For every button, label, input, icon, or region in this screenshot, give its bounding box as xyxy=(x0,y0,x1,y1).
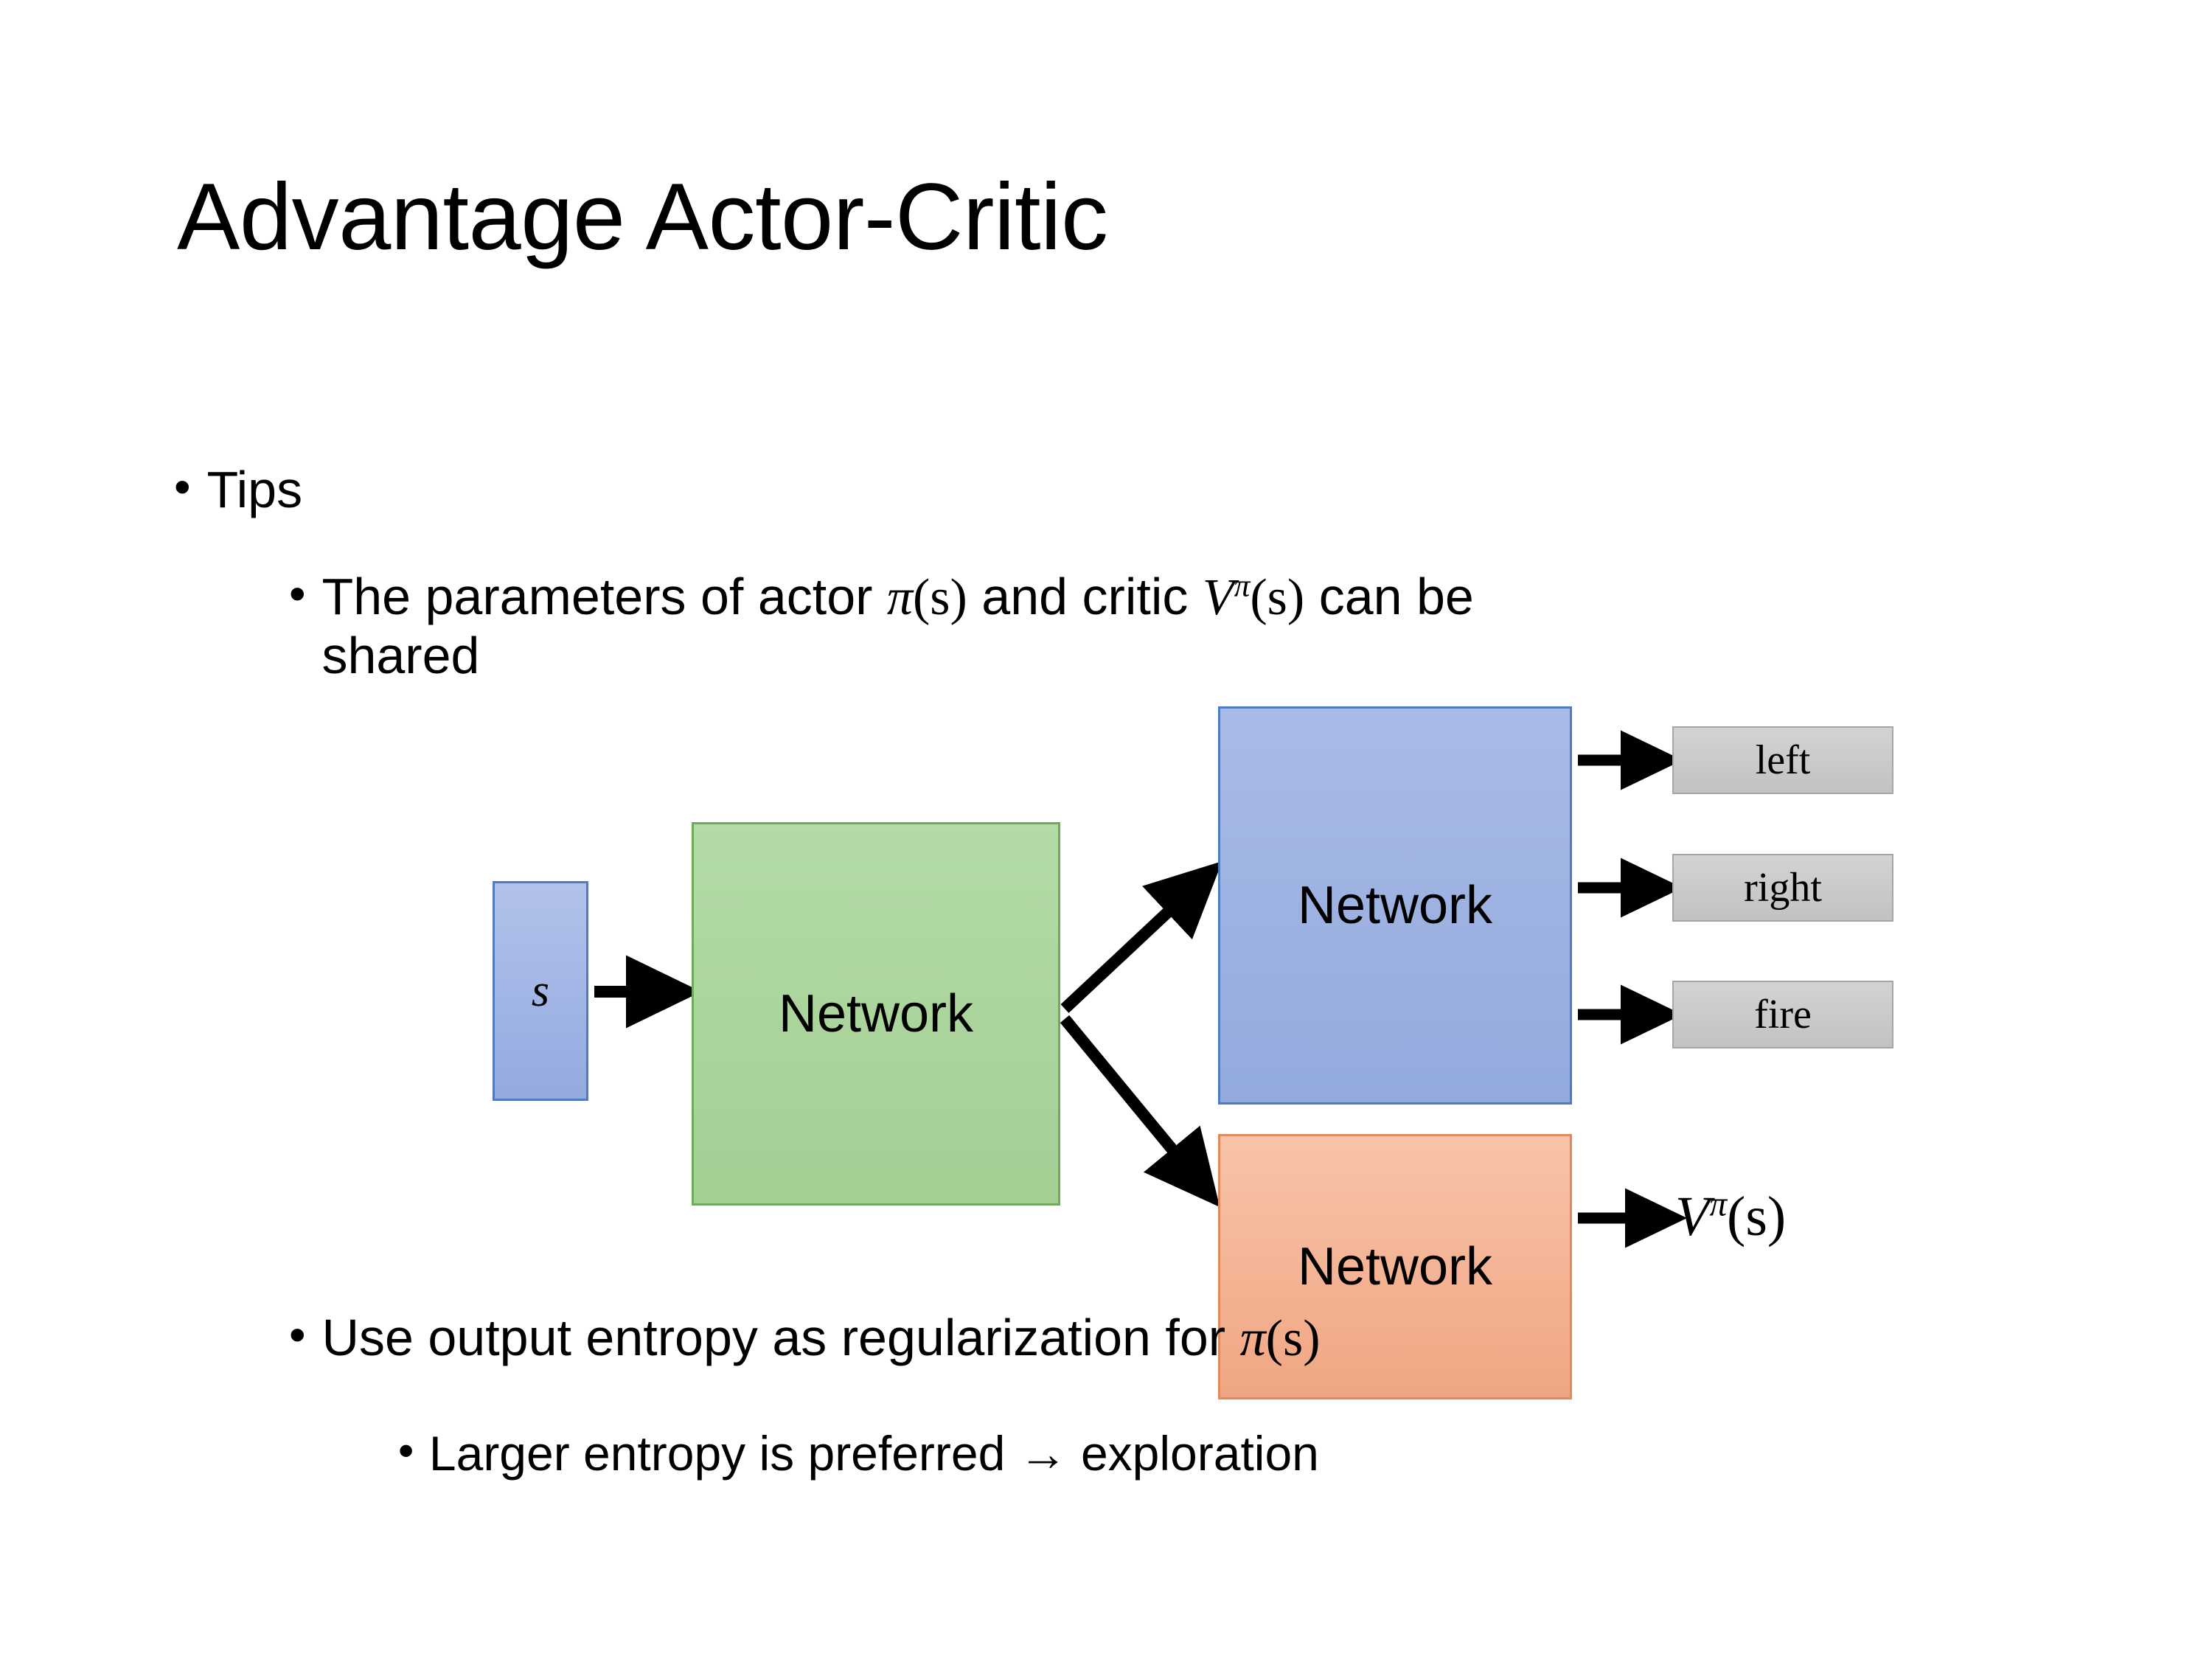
shared-network-box: Network xyxy=(692,822,1060,1206)
critic-v-symbol: V xyxy=(1202,569,1234,626)
action-output-right-label: right xyxy=(1744,865,1822,911)
critic-argument: (s) xyxy=(1250,569,1305,626)
action-output-left-label: left xyxy=(1755,737,1811,783)
entropy-pi-symbol: π xyxy=(1239,1310,1266,1367)
text-use-output-entropy: Use output entropy as regularization for xyxy=(321,1309,1240,1366)
bullet-marker-icon: • xyxy=(174,459,191,513)
bullet-marker-icon: • xyxy=(289,566,306,620)
critic-pi-superscript: π xyxy=(1234,568,1251,604)
text-the-parameters-of-actor: The parameters of actor xyxy=(321,568,887,625)
text-and-critic: and critic xyxy=(967,568,1203,625)
text-can-be-shared: can be shared xyxy=(321,568,1474,685)
state-input-box: s xyxy=(493,881,588,1101)
bullet-larger-entropy: • Larger entropy is preferred → explorat… xyxy=(398,1425,1319,1481)
critic-network-label: Network xyxy=(1297,1237,1493,1296)
bullet-tips: • Tips xyxy=(174,461,302,518)
state-label: s xyxy=(531,965,550,1016)
value-v-symbol: V xyxy=(1675,1186,1710,1248)
arrow-shared-to-actor xyxy=(1060,860,1222,1013)
action-output-left: left xyxy=(1672,726,1893,794)
bullet-entropy-text: Use output entropy as regularization for… xyxy=(321,1309,1320,1368)
action-output-fire-label: fire xyxy=(1754,992,1812,1037)
value-function-output: Vπ(s) xyxy=(1675,1184,1786,1249)
shared-network-label: Network xyxy=(778,984,974,1043)
action-output-right: right xyxy=(1672,854,1893,922)
bullet-marker-icon: • xyxy=(289,1307,306,1361)
bullet-tips-label: Tips xyxy=(206,461,303,518)
bullet-shared-parameters: • The parameters of actor π(s) and criti… xyxy=(289,568,1619,685)
entropy-argument: (s) xyxy=(1265,1310,1321,1367)
bullet-marker-icon: • xyxy=(398,1425,414,1476)
bullet-entropy-regularization: • Use output entropy as regularization f… xyxy=(289,1309,1321,1368)
bullet-larger-entropy-label: Larger entropy is preferred → exploratio… xyxy=(428,1426,1319,1481)
actor-argument: (s) xyxy=(912,569,967,626)
value-argument: (s) xyxy=(1727,1186,1787,1248)
arrow-shared-to-critic xyxy=(1060,1015,1220,1208)
value-pi-superscript: π xyxy=(1709,1185,1728,1224)
actor-pi-symbol: π xyxy=(886,569,913,626)
action-output-fire: fire xyxy=(1672,981,1893,1048)
page-title: Advantage Actor-Critic xyxy=(177,164,1108,270)
bullet-shared-parameters-text: The parameters of actor π(s) and critic … xyxy=(321,568,1619,685)
actor-network-box: Network xyxy=(1218,706,1572,1105)
actor-network-label: Network xyxy=(1297,876,1493,935)
